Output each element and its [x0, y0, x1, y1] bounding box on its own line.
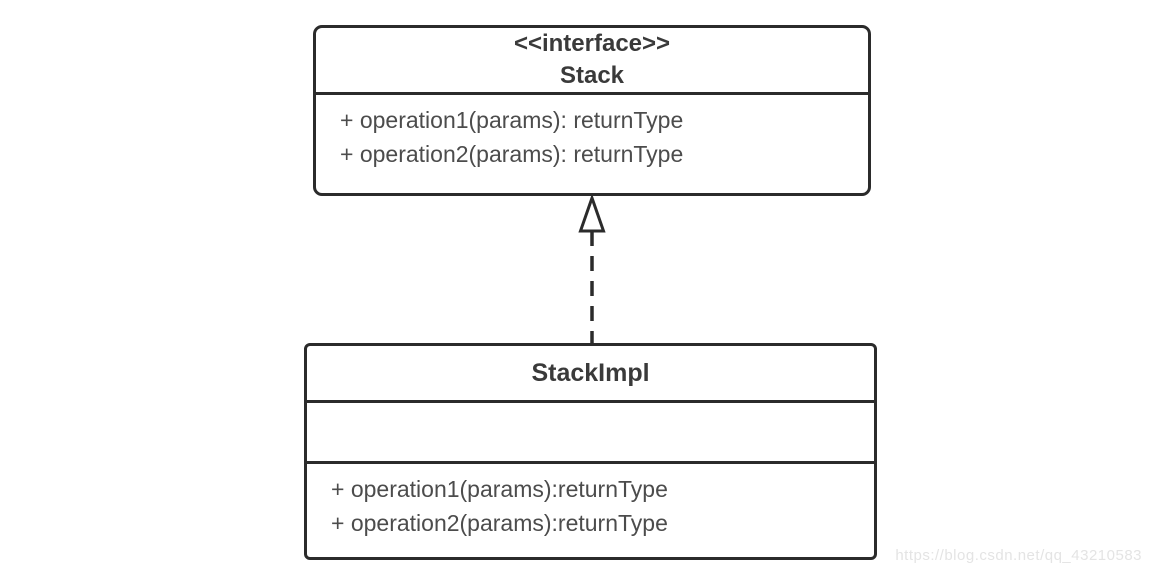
interface-name-label: Stack — [559, 62, 625, 89]
class-name-label: StackImpl — [531, 358, 650, 387]
class-method: + operation1(params):returnType — [331, 476, 668, 502]
uml-class-node-stackimpl: StackImpl + operation1(params):returnTyp… — [304, 343, 877, 560]
realization-arrow — [578, 194, 606, 345]
uml-interface-node-stack: <<interface>> Stack + operation1(params)… — [313, 25, 871, 196]
class-title-compartment: StackImpl — [307, 346, 874, 403]
interface-title-compartment: <<interface>> Stack — [316, 28, 868, 95]
class-method: + operation2(params):returnType — [331, 510, 668, 536]
interface-methods-compartment: + operation1(params): returnType + opera… — [316, 95, 868, 193]
interface-method: + operation2(params): returnType — [340, 141, 684, 167]
class-methods-compartment: + operation1(params):returnType + operat… — [307, 464, 874, 557]
hollow-triangle-arrowhead-icon — [578, 194, 606, 233]
watermark-text: https://blog.csdn.net/qq_43210583 — [895, 547, 1142, 564]
class-attributes-compartment — [307, 403, 874, 464]
interface-method: + operation1(params): returnType — [340, 107, 684, 133]
interface-stereotype-label: <<interface>> — [513, 30, 671, 57]
